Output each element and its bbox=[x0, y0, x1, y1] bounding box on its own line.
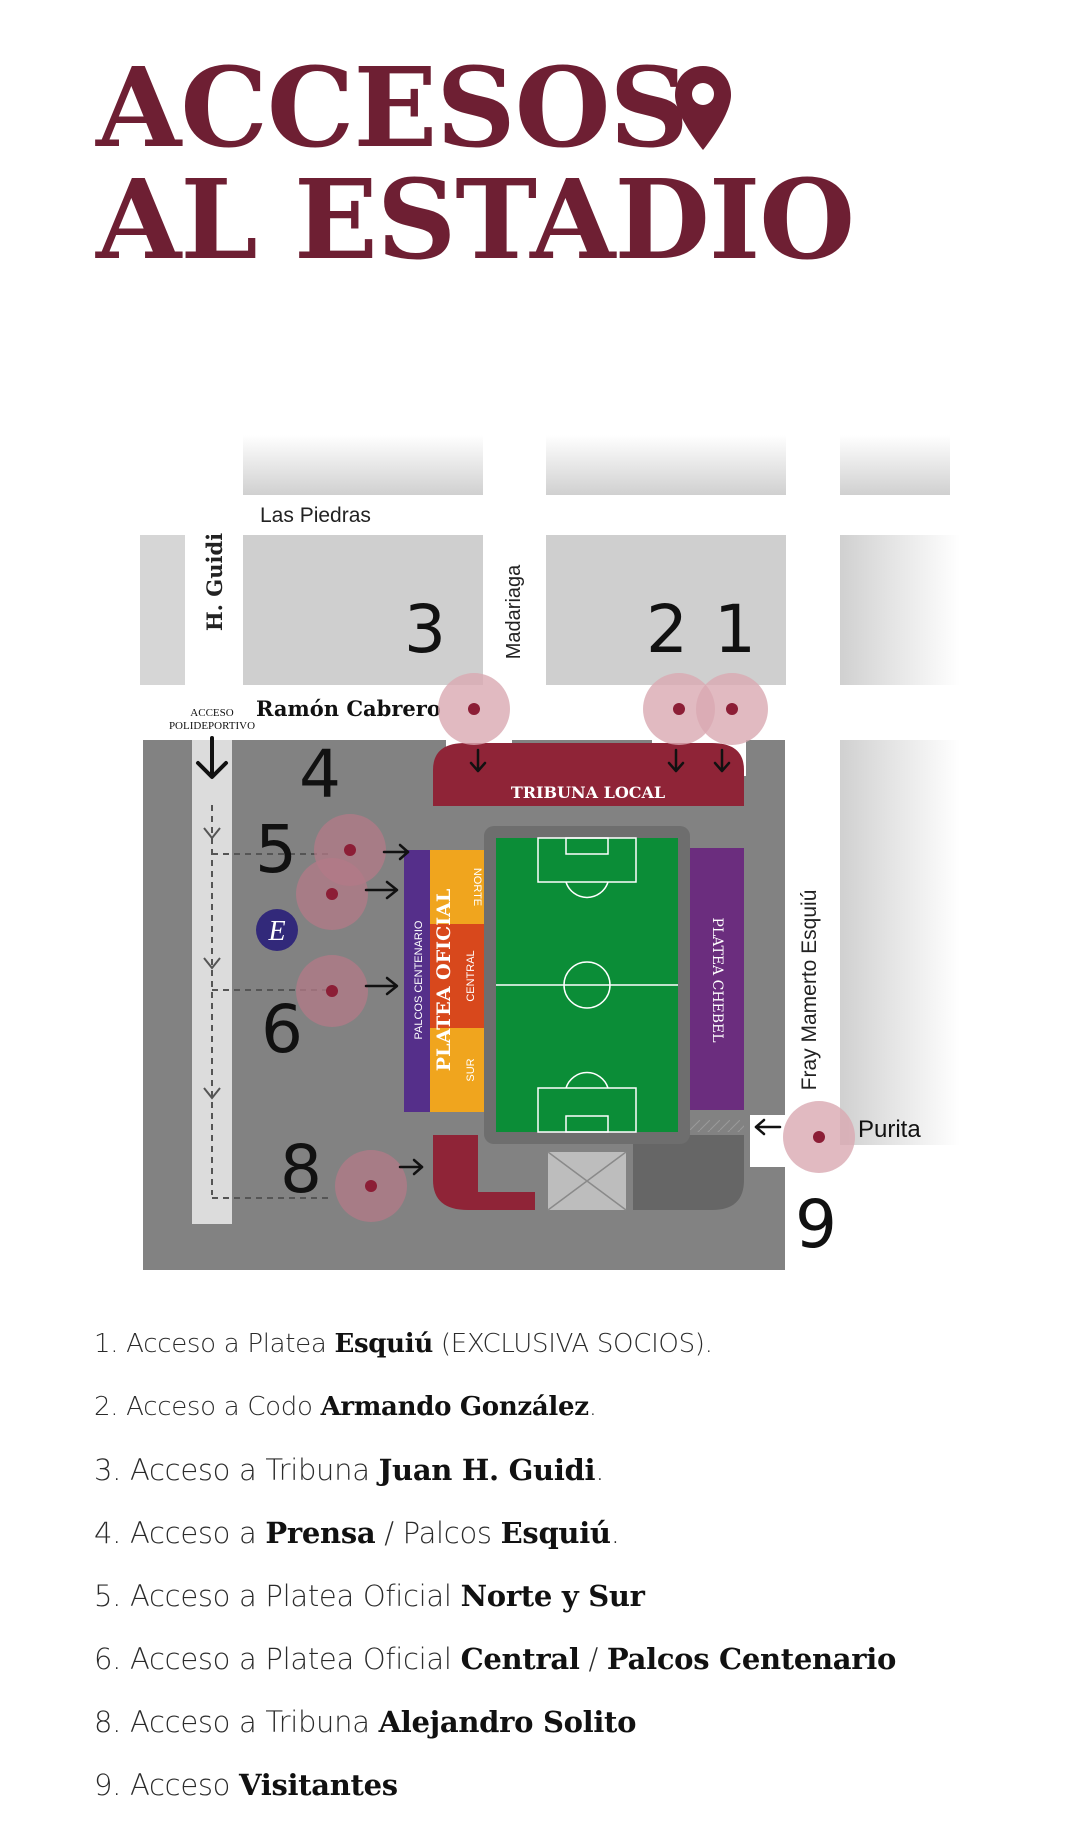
city-block bbox=[840, 435, 950, 495]
access-number-4: 4 bbox=[299, 736, 341, 813]
legend-item: 2. Acceso a Codo Armando González. bbox=[94, 1392, 597, 1422]
city-block bbox=[243, 435, 483, 495]
palcos-centenario-label: PALCOS CENTENARIO bbox=[413, 920, 425, 1039]
city-block bbox=[243, 535, 483, 685]
page-title: ACCESOS AL ESTADIO bbox=[96, 43, 855, 284]
tribuna-local-label: TRIBUNA LOCAL bbox=[511, 783, 665, 802]
platea-chebel-stand bbox=[690, 848, 744, 1110]
legend-item: 6. Acceso a Platea Oficial Central / Pal… bbox=[94, 1642, 897, 1676]
access-numbers: 3 2 1 4 5 6 8 9 bbox=[255, 591, 837, 1263]
access-points bbox=[296, 673, 855, 1222]
acceso-polideportivo-label: POLIDEPORTIVO bbox=[169, 720, 255, 732]
legend-item: 1. Acceso a Platea Esquiú (EXCLUSIVA SOC… bbox=[94, 1329, 713, 1359]
e-badge-label: E bbox=[267, 916, 285, 947]
city-block bbox=[546, 535, 786, 685]
street-las-piedras: Las Piedras bbox=[260, 504, 371, 527]
title-line-2: AL ESTADIO bbox=[96, 155, 855, 284]
access-number-8: 8 bbox=[280, 1131, 322, 1208]
street-ramon-cabrero: Ramón Cabrero bbox=[256, 696, 441, 721]
street-purita: Purita bbox=[858, 1116, 921, 1143]
tribuna-local-stand bbox=[433, 743, 744, 806]
gate-opening bbox=[750, 1115, 786, 1167]
access-number-9: 9 bbox=[795, 1186, 837, 1263]
arrow-down-icon bbox=[469, 748, 487, 773]
street-h-guidi: H. Guidi bbox=[202, 533, 227, 631]
platea-sur-stand bbox=[430, 1028, 484, 1112]
arrow-right-icon bbox=[364, 880, 399, 900]
platea-oficial-label: PLATEA OFICIAL bbox=[433, 889, 455, 1071]
access-legend: 1. Acceso a Platea Esquiú (EXCLUSIVA SOC… bbox=[94, 1313, 896, 1817]
access-arrows bbox=[196, 736, 782, 1176]
access-number-1: 1 bbox=[714, 591, 756, 668]
e-badge-icon bbox=[256, 909, 298, 951]
platea-chebel-label: PLATEA CHEBEL bbox=[709, 917, 725, 1042]
access-number-6: 6 bbox=[261, 991, 303, 1068]
visitor-stand bbox=[633, 1135, 744, 1210]
arrow-left-icon bbox=[754, 1118, 782, 1136]
palcos-centenario-stand bbox=[404, 850, 430, 1112]
title-line-1: ACCESOS bbox=[96, 43, 689, 172]
access-number-5: 5 bbox=[255, 811, 297, 888]
arrow-down-icon bbox=[713, 748, 731, 773]
arrow-down-icon bbox=[196, 736, 228, 779]
acceso-polideportivo-label: ACCESO bbox=[190, 707, 233, 719]
central-label: CENTRAL bbox=[465, 950, 477, 1001]
arrow-right-icon bbox=[398, 1158, 424, 1176]
city-block bbox=[140, 535, 185, 685]
city-block bbox=[840, 740, 960, 1145]
location-pin-icon bbox=[675, 66, 731, 150]
street-madariaga: Madariaga bbox=[503, 564, 525, 659]
access-number-2: 2 bbox=[646, 591, 688, 668]
city-block bbox=[546, 435, 786, 495]
arrow-right-icon bbox=[364, 976, 399, 996]
hatched-area-cross bbox=[547, 1151, 627, 1211]
sur-label: SUR bbox=[465, 1058, 477, 1081]
tribuna-solito-stand bbox=[433, 1135, 535, 1210]
city-block bbox=[840, 535, 960, 685]
legend-item: 5. Acceso a Platea Oficial Norte y Sur bbox=[94, 1579, 645, 1613]
pitch-lines bbox=[496, 837, 678, 1133]
arrow-right-icon bbox=[382, 843, 410, 861]
street-fray-mamerto-esquiu: Fray Mamerto Esquiú bbox=[798, 890, 821, 1091]
legend-item: 8. Acceso a Tribuna Alejandro Solito bbox=[94, 1705, 637, 1739]
legend-item: 9. Acceso Visitantes bbox=[94, 1768, 398, 1802]
access-number-3: 3 bbox=[404, 591, 446, 668]
hatched-strip bbox=[690, 1120, 744, 1132]
platea-norte-stand bbox=[430, 850, 484, 924]
chevron-down-icon bbox=[203, 827, 221, 1100]
legend-item: 3. Acceso a Tribuna Juan H. Guidi. bbox=[94, 1453, 605, 1487]
stadium-map: TRIBUNA LOCAL PALCOS CENTENARIO PLATEA O… bbox=[140, 435, 960, 1270]
legend-item: 4. Acceso a Prensa / Palcos Esquiú. bbox=[94, 1516, 620, 1550]
dashed-paths bbox=[211, 805, 330, 1199]
platea-central-stand bbox=[430, 924, 484, 1028]
norte-label: NORTE bbox=[471, 868, 483, 906]
arrow-down-icon bbox=[667, 748, 685, 773]
